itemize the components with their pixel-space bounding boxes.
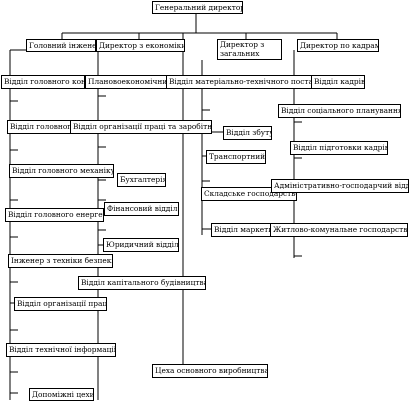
chief-mechanic-dept-box: Відділ головного механіку [9, 164, 114, 178]
main-production-shops-box: Цеха основного виробництва [152, 364, 268, 378]
personnel-dept-box: Відділ кадрів [311, 75, 365, 89]
general-director-box: Генеральний директор [152, 1, 243, 14]
training-dept-box: Відділ підготовки кадрів [290, 141, 388, 155]
production-organization-dept-box: Відділ організації праці [14, 297, 107, 311]
director-personnel-box: Директор по кадрам [297, 39, 379, 52]
technical-information-dept-box: Відділ технічної інформації [6, 343, 116, 357]
social-planning-dept-box: Відділ соціального планування [278, 104, 401, 118]
sales-dept-box: Відділ збуту [223, 126, 272, 140]
marketing-dept-box: Відділ маркетингу [211, 223, 272, 237]
accounting-box: Бухгалтерія [117, 173, 166, 187]
chief-technologist-dept-box: Відділ головного технолога [7, 120, 73, 134]
director-economics-box: Директор з економіки [96, 39, 185, 52]
chief-power-engineer-dept-box: Відділ головного енергетика [5, 208, 104, 222]
legal-dept-box: Юридичний відділ [103, 238, 179, 252]
planning-economic-dept-box: Плановоекономічний відділ [85, 75, 167, 89]
logistics-dept-box: Відділ матеріально-технічного постачання [166, 75, 313, 89]
safety-engineer-box: Інженер з техніки безпеки [8, 254, 113, 268]
finance-dept-box: Фінансовий відділ [104, 202, 179, 216]
capital-construction-dept-box: Відділ капітального будівництва [78, 276, 206, 290]
labor-wages-dept-box: Відділ організації праці та заробітної п… [70, 120, 212, 134]
chief-engineer-box: Головний інженер [26, 39, 96, 52]
housing-dept-box: Житлово-комунальне господарство [270, 223, 408, 237]
chief-designer-dept-box: Відділ головного конструктора [1, 75, 85, 89]
admin-economic-dept-box: Адміністративно-господарчий відділ [271, 179, 409, 193]
auxiliary-shops-box: Допоміжні цехи [29, 388, 94, 401]
director-general-matters-box: Директор з загальних питань [217, 39, 282, 60]
transport-dept-box: Транспортний відділ [206, 150, 266, 164]
